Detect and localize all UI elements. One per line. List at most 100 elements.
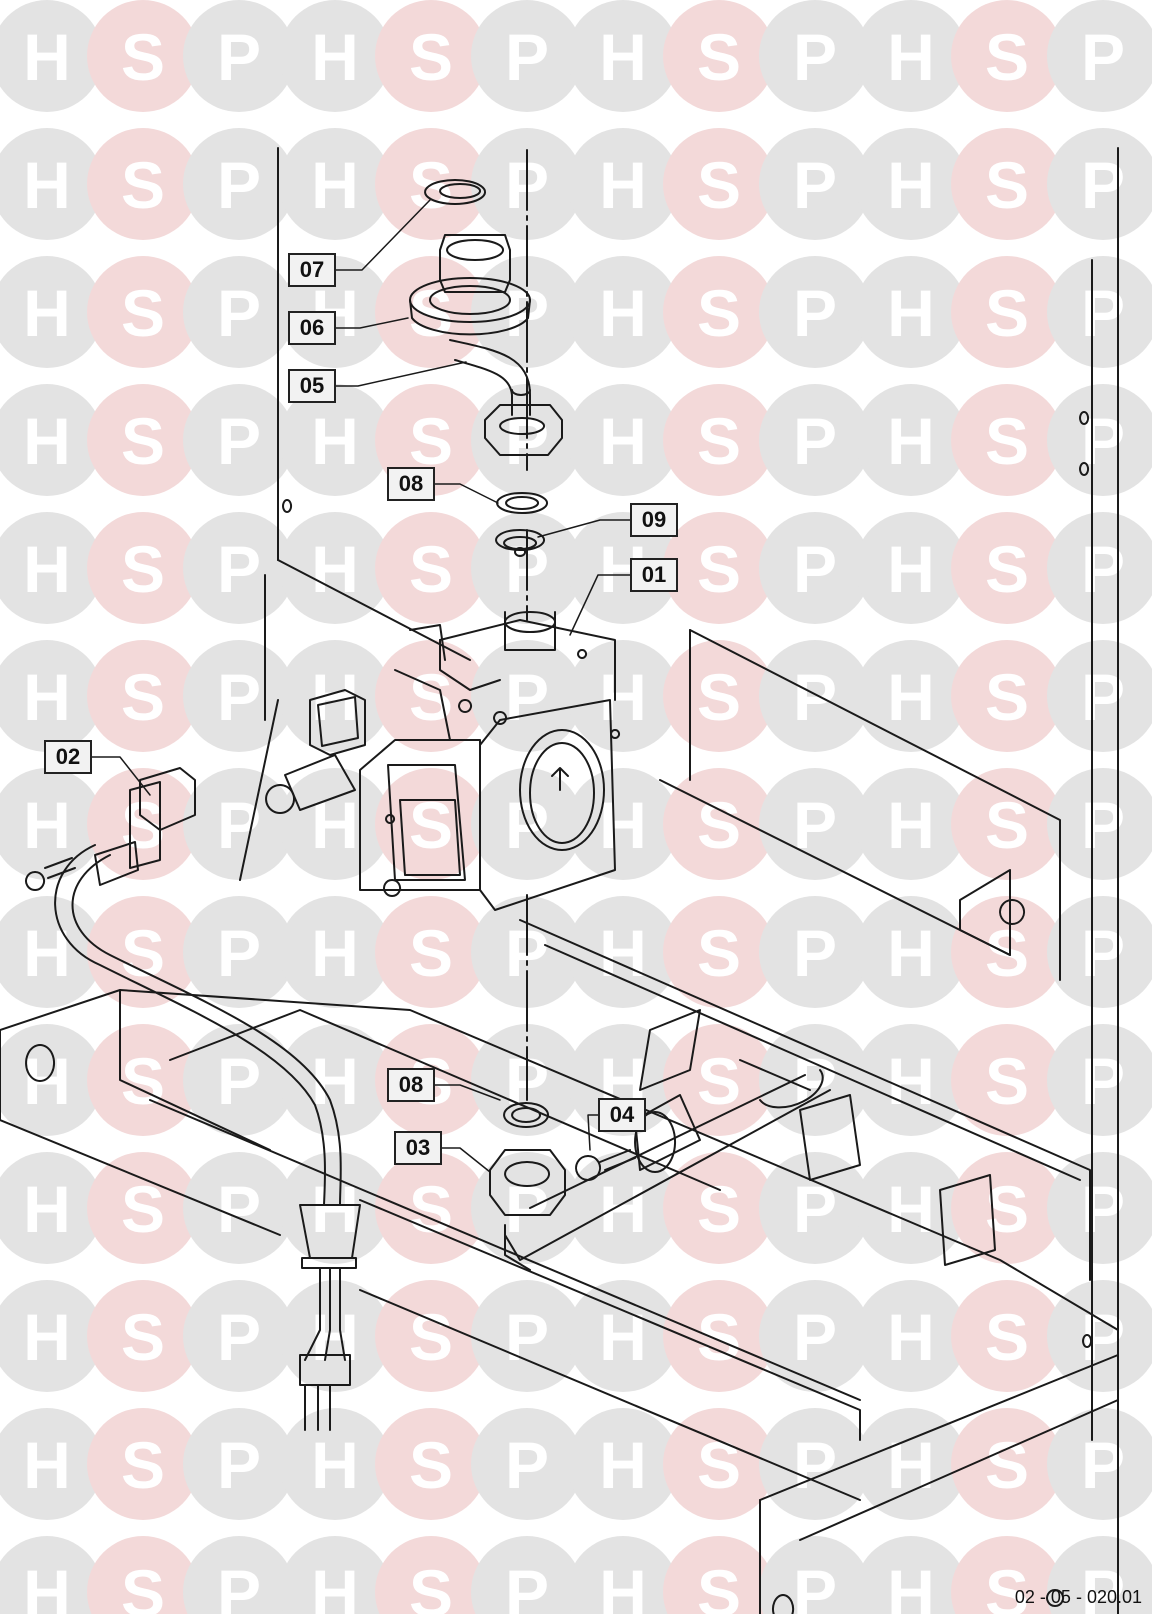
watermark-disc — [279, 1024, 391, 1136]
watermark-letter: P — [793, 404, 837, 478]
watermark-letter: H — [887, 532, 935, 606]
watermark-disc — [951, 640, 1063, 752]
watermark-letter: P — [217, 916, 261, 990]
watermark-disc — [759, 0, 871, 112]
watermark-disc — [855, 1024, 967, 1136]
watermark-disc — [663, 896, 775, 1008]
watermark-letter: S — [697, 148, 741, 222]
watermark-letter: P — [793, 1300, 837, 1374]
watermark-disc — [279, 1152, 391, 1264]
watermark-letter: P — [217, 404, 261, 478]
watermark-disc — [87, 1408, 199, 1520]
watermark-letter: H — [311, 20, 359, 94]
watermark-letter: H — [23, 1172, 71, 1246]
watermark-letter: H — [887, 148, 935, 222]
watermark-disc — [1047, 512, 1152, 624]
watermark-letter: P — [217, 276, 261, 350]
watermark-disc — [1047, 0, 1152, 112]
watermark-disc — [279, 384, 391, 496]
watermark-letter: H — [887, 788, 935, 862]
gas-pipe-05 — [449, 339, 563, 456]
watermark-disc — [87, 256, 199, 368]
watermark-disc — [183, 512, 295, 624]
watermark-letter: H — [23, 532, 71, 606]
callout-06: 06 — [288, 311, 336, 345]
burner-slots — [639, 1009, 996, 1266]
watermark-disc — [279, 512, 391, 624]
callout-05: 05 — [288, 369, 336, 403]
watermark-letter: H — [887, 660, 935, 734]
watermark-disc — [0, 0, 103, 112]
watermark-disc — [0, 1280, 103, 1392]
watermark-letter: S — [985, 276, 1029, 350]
watermark-disc — [567, 256, 679, 368]
watermark-disc — [375, 1408, 487, 1520]
watermark-disc — [759, 1536, 871, 1614]
watermark-disc — [471, 1408, 583, 1520]
watermark-disc — [0, 256, 103, 368]
watermark-letter: S — [985, 20, 1029, 94]
watermark-letter: S — [697, 660, 741, 734]
watermark-letter: H — [23, 148, 71, 222]
watermark-letter: S — [121, 660, 165, 734]
watermark-disc — [471, 1280, 583, 1392]
watermark-disc — [0, 384, 103, 496]
watermark-letter: S — [409, 404, 453, 478]
watermark-letter: P — [793, 916, 837, 990]
watermark-letter: H — [23, 660, 71, 734]
watermark-letter: P — [793, 276, 837, 350]
union-06 — [409, 234, 531, 336]
watermark-letter: S — [409, 20, 453, 94]
watermark-letter: P — [793, 148, 837, 222]
panel-holes — [282, 411, 1093, 1348]
watermark-disc — [855, 1280, 967, 1392]
watermark-letter: S — [409, 916, 453, 990]
watermark-disc — [0, 1152, 103, 1264]
watermark-disc — [951, 384, 1063, 496]
watermark-disc — [663, 0, 775, 112]
watermark-disc — [951, 1280, 1063, 1392]
watermark-letter: P — [217, 1300, 261, 1374]
watermark-letter: H — [599, 148, 647, 222]
watermark-disc — [759, 1280, 871, 1392]
watermark-letter: P — [505, 20, 549, 94]
watermark-disc — [663, 1408, 775, 1520]
watermark-disc — [855, 512, 967, 624]
watermark-letter: S — [121, 404, 165, 478]
watermark-disc — [375, 896, 487, 1008]
watermark-disc — [375, 256, 487, 368]
watermark-disc — [1047, 1536, 1152, 1614]
watermark-disc — [87, 512, 199, 624]
watermark-disc — [87, 1536, 199, 1614]
watermark-disc — [855, 768, 967, 880]
watermark-disc — [663, 1152, 775, 1264]
watermark-disc — [567, 1408, 679, 1520]
watermark-letter: H — [599, 404, 647, 478]
watermark-disc — [951, 1152, 1063, 1264]
watermark-letter: H — [23, 1300, 71, 1374]
watermark-letter: P — [793, 1556, 837, 1614]
watermark-letter: H — [887, 20, 935, 94]
watermark-letter: S — [985, 148, 1029, 222]
watermark-disc — [855, 640, 967, 752]
watermark-disc — [1047, 256, 1152, 368]
watermark-letter: S — [697, 404, 741, 478]
watermark-disc — [183, 640, 295, 752]
watermark-letter: S — [121, 20, 165, 94]
watermark-letter: H — [887, 916, 935, 990]
watermark-disc — [567, 896, 679, 1008]
watermark-disc — [663, 1536, 775, 1614]
watermark-disc — [87, 896, 199, 1008]
watermark-letter: S — [697, 20, 741, 94]
watermark-letter: S — [697, 916, 741, 990]
watermark-disc — [1047, 1024, 1152, 1136]
watermark-disc — [279, 640, 391, 752]
watermark-disc — [951, 128, 1063, 240]
watermark-disc — [87, 1152, 199, 1264]
watermark-disc — [951, 1536, 1063, 1614]
watermark-disc — [759, 256, 871, 368]
watermark-disc — [183, 1024, 295, 1136]
watermark-letter: S — [985, 660, 1029, 734]
watermark-letter: H — [887, 1300, 935, 1374]
watermark-disc — [663, 256, 775, 368]
